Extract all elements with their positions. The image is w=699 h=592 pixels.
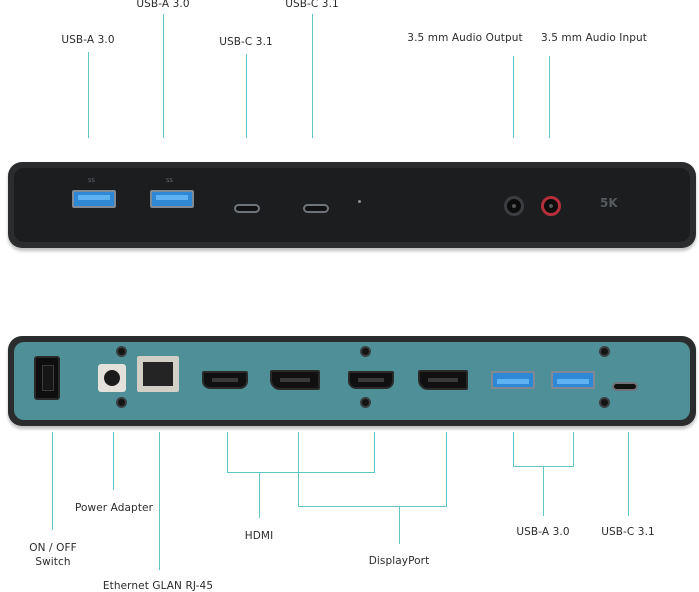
usb-a-port-marking: SS — [88, 178, 95, 184]
dock-rear-panel — [8, 336, 696, 426]
front-face: SS SS 5K — [14, 168, 690, 242]
hdmi-port-icon — [348, 371, 394, 389]
callout-line-audio-output — [513, 56, 514, 138]
usb-c-port-icon — [612, 382, 638, 391]
usb-a-port-icon — [150, 190, 194, 208]
label-front-usba-left: USB-A 3.0 — [61, 34, 115, 46]
status-led-icon — [358, 200, 361, 203]
usb-a-port-icon — [72, 190, 116, 208]
screw-icon — [360, 397, 371, 408]
screw-icon — [599, 346, 610, 357]
callout-line-front-usbc-right — [312, 14, 313, 138]
callout-line-front-usba-right — [163, 14, 164, 138]
callout-line-audio-input — [549, 56, 550, 138]
screw-icon — [599, 397, 610, 408]
callout-line-hdmi-left — [227, 432, 228, 472]
label-front-usba-right: USB-A 3.0 — [136, 0, 190, 10]
rear-face — [14, 342, 690, 420]
label-rear-usbc: USB-C 3.1 — [601, 526, 655, 538]
label-displayport: DisplayPort — [368, 555, 430, 567]
callout-line-rear-usba-left — [513, 432, 514, 466]
callout-line-rear-usba — [543, 466, 544, 516]
label-rear-usba: USB-A 3.0 — [516, 526, 570, 538]
displayport-port-icon — [270, 370, 320, 390]
screw-icon — [116, 346, 127, 357]
callout-line-power-adapter — [113, 432, 114, 490]
label-power-switch-line1: ON / OFF — [29, 542, 77, 554]
dc-jack-icon — [98, 364, 126, 392]
callout-bracket-hdmi — [227, 472, 375, 473]
hdmi-port-icon — [202, 371, 248, 389]
usb-a-port-icon — [551, 371, 595, 389]
power-switch-icon — [34, 356, 60, 400]
callout-line-displayport-left — [298, 432, 299, 506]
5k-logo: 5K — [600, 196, 618, 210]
label-audio-input: 3.5 mm Audio Input — [540, 32, 648, 44]
label-ethernet: Ethernet GLAN RJ-45 — [102, 580, 214, 592]
callout-line-rear-usba-right — [573, 432, 574, 466]
callout-bracket-displayport — [298, 506, 447, 507]
audio-jack-icon — [541, 196, 561, 216]
usb-c-port-icon — [303, 204, 329, 213]
callout-line-hdmi-right — [374, 432, 375, 472]
screw-icon — [360, 346, 371, 357]
callout-line-displayport-right — [446, 432, 447, 506]
usb-a-port-marking: SS — [166, 178, 173, 184]
callout-line-rear-usbc — [628, 432, 629, 516]
usb-a-port-icon — [491, 371, 535, 389]
callout-line-displayport — [399, 506, 400, 544]
callout-line-front-usba-left — [88, 52, 89, 138]
label-front-usbc-right: USB-C 3.1 — [285, 0, 339, 10]
label-power-switch-line2: Switch — [35, 556, 71, 568]
callout-line-front-usbc-left — [246, 54, 247, 138]
usb-c-port-icon — [234, 204, 260, 213]
rj45-port-icon — [137, 356, 179, 392]
audio-jack-icon — [504, 196, 524, 216]
label-power-adapter: Power Adapter — [74, 502, 154, 514]
dock-front-panel: SS SS 5K — [8, 162, 696, 248]
label-front-usbc-left: USB-C 3.1 — [219, 36, 273, 48]
callout-line-hdmi — [259, 472, 260, 518]
callout-line-power-switch — [52, 432, 53, 530]
label-hdmi: HDMI — [244, 530, 274, 542]
callout-line-ethernet — [159, 432, 160, 570]
displayport-port-icon — [418, 370, 468, 390]
label-audio-output: 3.5 mm Audio Output — [407, 32, 523, 44]
screw-icon — [116, 397, 127, 408]
